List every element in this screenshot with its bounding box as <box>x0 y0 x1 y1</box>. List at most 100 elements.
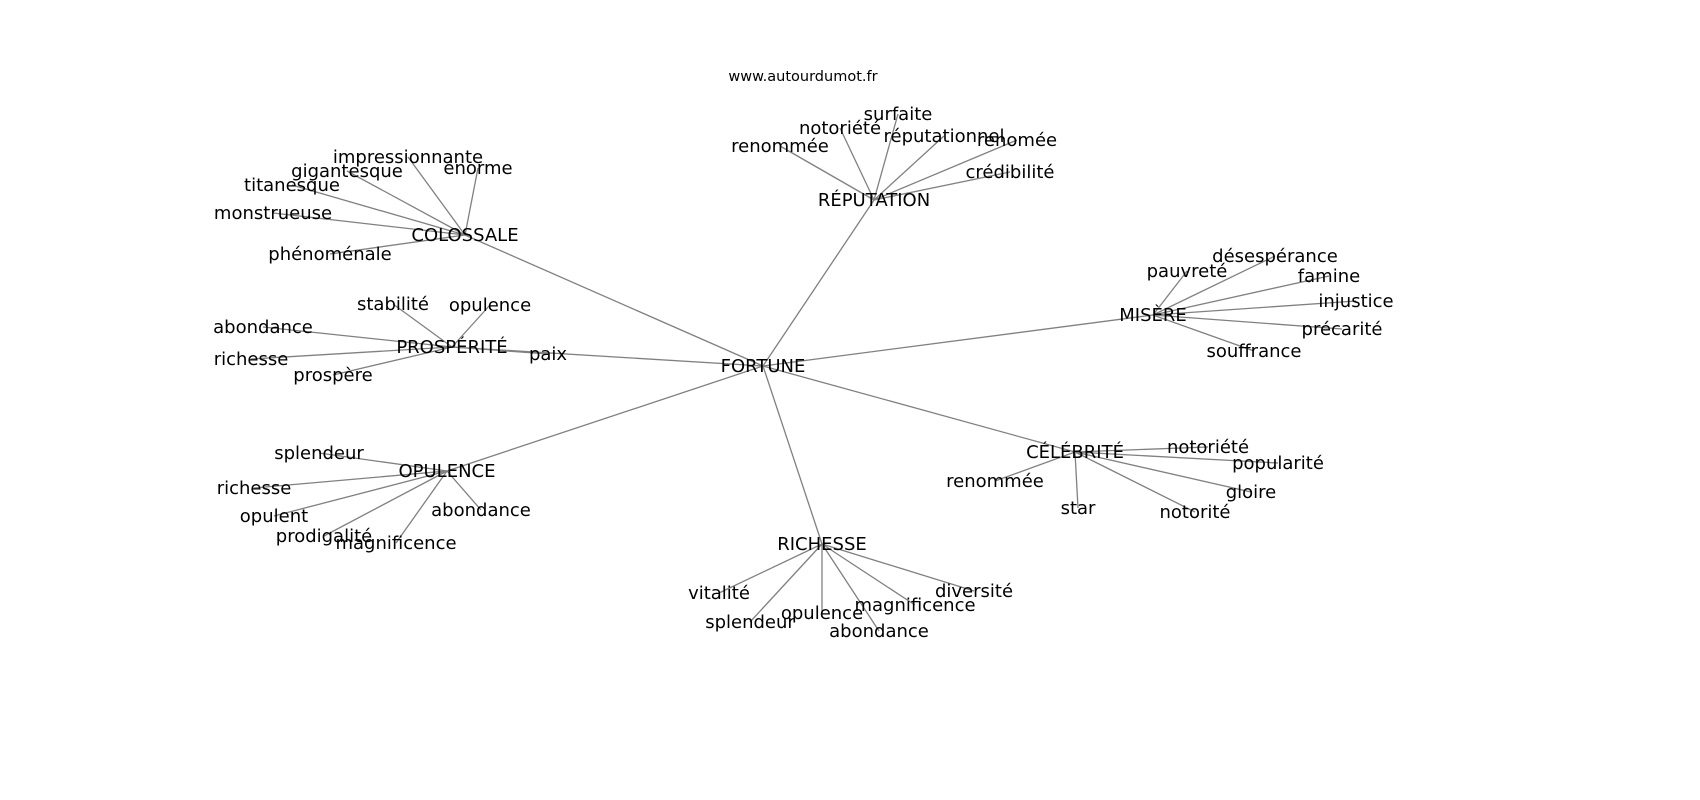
word-node-label[interactable]: opulent <box>240 506 308 527</box>
word-node-label[interactable]: splendeur <box>705 612 795 633</box>
word-node-label[interactable]: monstrueuse <box>214 203 332 224</box>
root-node-label[interactable]: FORTUNE <box>721 356 806 377</box>
edge-cluster-to-word <box>749 543 823 623</box>
edge-cluster-to-word <box>821 543 916 606</box>
edges <box>250 113 1357 632</box>
cluster-node-label[interactable]: MISÈRE <box>1119 304 1187 326</box>
edge-cluster-to-word <box>451 304 491 348</box>
cluster-node-label[interactable]: CÉLÉBRITÉ <box>1026 441 1124 463</box>
edge-cluster-to-word <box>464 167 479 236</box>
edge-cluster-to-word <box>272 212 466 236</box>
edge-cluster-to-word <box>332 346 453 376</box>
edge-cluster-to-word <box>1152 275 1330 316</box>
edge-cluster-to-word <box>873 171 1011 201</box>
word-node-label[interactable]: popularité <box>1232 453 1324 474</box>
word-node-label[interactable]: gloire <box>1226 482 1277 503</box>
word-node-label[interactable]: abondance <box>829 621 929 642</box>
word-node-label[interactable]: injustice <box>1318 291 1393 312</box>
word-node-label[interactable]: paix <box>529 344 567 365</box>
edge-cluster-to-word <box>718 543 823 594</box>
word-node-label[interactable]: notorité <box>1159 502 1230 523</box>
edge-cluster-to-word <box>1152 255 1276 316</box>
edge-root-to-cluster <box>464 234 764 367</box>
word-node-label[interactable]: vitalité <box>688 583 750 604</box>
word-node-label[interactable]: notoriété <box>1167 437 1249 458</box>
word-node-label[interactable]: notoriété <box>799 118 881 139</box>
cluster-node-label[interactable]: RICHESSE <box>777 534 867 555</box>
edge-cluster-to-word <box>873 135 945 201</box>
word-node-label[interactable]: gigantesque <box>291 161 403 182</box>
edge-cluster-to-word <box>1074 446 1209 453</box>
word-node-label[interactable]: stabilité <box>357 294 429 315</box>
word-node-label[interactable]: abondance <box>213 317 313 338</box>
edge-cluster-to-word <box>873 113 899 201</box>
edge-cluster-to-word <box>873 139 1018 201</box>
edge-cluster-to-word <box>250 346 453 360</box>
word-node-label[interactable]: phénoménale <box>268 244 391 265</box>
edge-cluster-to-word <box>1152 270 1188 316</box>
word-node-label[interactable]: précarité <box>1302 319 1383 340</box>
word-node-label[interactable]: titanesque <box>244 175 340 196</box>
word-node-label[interactable]: énorme <box>443 158 512 179</box>
edge-cluster-to-word <box>1152 300 1357 316</box>
edge-cluster-to-word <box>392 303 453 348</box>
edge-cluster-to-word <box>1074 451 1196 513</box>
edge-cluster-to-word <box>994 451 1076 482</box>
word-node-label[interactable]: renommée <box>731 136 829 157</box>
word-node-label[interactable]: magnificence <box>335 533 456 554</box>
edge-cluster-to-word <box>779 145 875 201</box>
edge-cluster-to-word <box>1152 314 1255 352</box>
word-node-label[interactable]: opulence <box>449 295 531 316</box>
cluster-node-label[interactable]: RÉPUTATION <box>818 189 930 211</box>
edge-cluster-to-word <box>291 184 466 236</box>
word-node-label[interactable]: magnificence <box>854 595 975 616</box>
word-node-label[interactable]: réputationnel <box>884 126 1005 147</box>
edge-cluster-to-word <box>446 470 482 511</box>
edge-cluster-to-word <box>1074 451 1279 464</box>
edge-root-to-cluster <box>762 199 875 367</box>
cluster-node-label[interactable]: PROSPÉRITÉ <box>396 336 507 358</box>
site-watermark: www.autourdumot.fr <box>728 69 877 85</box>
cluster-node-label[interactable]: OPULENCE <box>398 461 495 482</box>
word-node-label[interactable]: impressionnante <box>333 147 483 168</box>
word-node-label[interactable]: renomée <box>977 130 1057 151</box>
edge-cluster-to-word <box>1074 451 1079 509</box>
word-node-label[interactable]: prodigalité <box>276 526 372 547</box>
word-node-label[interactable]: splendeur <box>274 443 364 464</box>
edge-root-to-cluster <box>762 314 1154 367</box>
word-node-label[interactable]: désespérance <box>1212 246 1338 267</box>
word-node-label[interactable]: abondance <box>431 500 531 521</box>
edge-cluster-to-word <box>821 543 975 592</box>
word-node-label[interactable]: opulence <box>781 603 863 624</box>
word-node-label[interactable]: souffrance <box>1206 341 1301 362</box>
edge-cluster-to-word <box>323 470 448 537</box>
word-node-label[interactable]: famine <box>1298 266 1360 287</box>
edge-root-to-cluster <box>762 365 1076 453</box>
edge-root-to-cluster <box>762 365 823 545</box>
word-node-label[interactable]: richesse <box>214 349 289 370</box>
edge-cluster-to-word <box>407 156 466 236</box>
edge-cluster-to-word <box>821 543 880 632</box>
word-node-label[interactable]: diversité <box>935 581 1013 602</box>
edge-cluster-to-word <box>329 234 466 255</box>
edge-cluster-to-word <box>253 470 448 489</box>
edge-cluster-to-word <box>451 346 549 355</box>
edge-cluster-to-word <box>395 470 448 544</box>
cluster-node-label[interactable]: COLOSSALE <box>411 225 518 246</box>
edge-cluster-to-word <box>839 127 875 201</box>
word-node-label[interactable]: surfaite <box>864 104 933 125</box>
edge-cluster-to-word <box>1152 314 1343 330</box>
word-node-label[interactable]: pauvreté <box>1147 261 1228 282</box>
edge-cluster-to-word <box>318 452 448 472</box>
edge-cluster-to-word <box>273 470 448 517</box>
word-node-label[interactable]: star <box>1061 498 1096 519</box>
edge-root-to-cluster <box>446 365 764 472</box>
edge-cluster-to-word <box>1074 451 1252 493</box>
word-node-label[interactable]: richesse <box>217 478 292 499</box>
word-node-label[interactable]: renommée <box>946 471 1044 492</box>
edge-cluster-to-word <box>346 170 466 236</box>
word-node-label[interactable]: crédibilité <box>966 162 1055 183</box>
word-node-label[interactable]: prospère <box>293 365 372 386</box>
